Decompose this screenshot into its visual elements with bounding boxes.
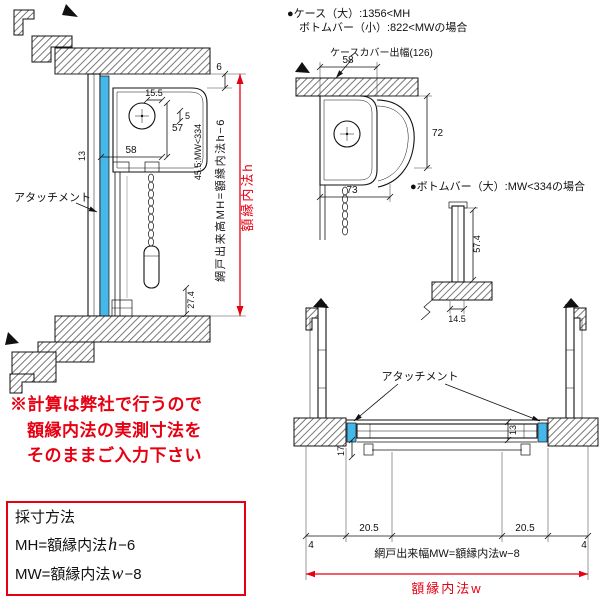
wall-profile-upper	[13, 9, 35, 36]
screen-width-formula-label: 網戸出来幅MW=額縁内法w−8	[374, 546, 519, 560]
dim-6-label: 6	[216, 62, 222, 73]
roll-detail	[333, 120, 361, 148]
left-jamb-hook	[305, 307, 319, 331]
mw-prefix: MW=額縁内法	[15, 565, 111, 583]
left-wall-section	[293, 417, 347, 447]
dim-57-label: 57	[172, 123, 184, 134]
dim-72-label: 72	[432, 128, 444, 139]
attachment-piece-left	[346, 422, 357, 443]
case-cover-label: ケースカバー出幅(126)	[330, 46, 433, 59]
notice-line-3: そのままご入力下さい	[27, 446, 202, 465]
sill-detail	[431, 281, 493, 301]
section-break-mark-top	[62, 4, 78, 17]
sill-step-3	[9, 373, 35, 394]
dim-13-plan-label: 13	[508, 425, 518, 435]
chain-weight	[143, 245, 160, 289]
pull-chain	[148, 173, 154, 247]
calculation-notice: ※計算は弊社で行うので 額縁内法の実測寸法を そのままご入力下さい	[10, 392, 203, 469]
dim-45-5-label: 45.5:MW<334	[193, 124, 203, 180]
dim-57-4-label: 57.4	[472, 235, 482, 253]
dim-4-right-label: 4	[581, 540, 587, 551]
plan-break-mark-left	[313, 298, 329, 308]
section-break-mark-bottom	[5, 332, 19, 345]
notice-line-2: 額縁内法の実測寸法を	[27, 420, 202, 440]
attachment-leader-arrow-right	[531, 415, 540, 421]
mh-prefix: MH=額縁内法	[15, 537, 108, 554]
right-wall-section	[547, 417, 599, 447]
inner-width-label: 額縁内法w	[411, 581, 482, 596]
case-size-note: ●ケース（大）:1356<MH	[287, 6, 410, 20]
dim-13-label: 13	[77, 151, 87, 161]
case-detail-view: ●ケース（大）:1356<MH ボトムバー（小）:822<MWの場合 ケースカバ…	[287, 6, 585, 324]
screen-case	[112, 87, 208, 173]
dim-17-plan-label: 17	[336, 446, 346, 456]
inner-height-label: 額縁内法h	[240, 162, 255, 231]
screen-height-formula-label: 網戸出来高MH=額縁内法h−6	[213, 118, 227, 282]
dim-58-label: 58	[125, 145, 137, 156]
dim-73-label: 73	[346, 185, 358, 196]
horizontal-plan-view: アタッチメント 13 17 20.5 20.5 4 4 網戸出来幅MW=額縁内	[293, 298, 599, 596]
measure-method-box: 採寸方法 MH=額縁内法h−6 MW=額縁内法w−8	[6, 501, 246, 596]
bottom-bar-large-note: ●ボトムバー（大）:MW<334の場合	[410, 179, 585, 193]
case-cover-leader-arrow	[336, 70, 343, 78]
dim-14-5-label: 14.5	[448, 314, 466, 324]
screen-roll	[128, 102, 156, 130]
lintel-detail	[295, 77, 419, 97]
dim-27-4-label: 27.4	[186, 291, 196, 309]
vertical-section-view: 6 15.5 57 5 58 13 45.5:MW<334 27.4 網戸出来高…	[5, 4, 255, 394]
mw-formula: MW=額縁内法w−8	[15, 559, 237, 588]
bottom-bar-small-note: ボトムバー（小）:822<MWの場合	[299, 20, 467, 34]
attachment-label-plan: アタッチメント	[382, 370, 459, 383]
attachment-strip	[99, 75, 110, 317]
top-frame-lintel	[54, 47, 211, 75]
mh-formula: MH=額縁内法h−6	[15, 530, 237, 559]
dim-58-right-label: 58	[342, 55, 354, 66]
dim-4-left-label: 4	[308, 540, 314, 551]
pull-chain-detail	[342, 186, 348, 236]
dim-15-5-label: 15.5	[145, 88, 163, 98]
dim-20-5-left-label: 20.5	[359, 523, 379, 534]
bottom-frame-sill	[54, 315, 211, 343]
attachment-label: アタッチメント	[14, 191, 91, 204]
section-break-mark	[295, 62, 310, 73]
attachment-piece-right	[537, 422, 548, 443]
attachment-leader-arrow	[88, 206, 97, 212]
notice-line-1: ※計算は弊社で行うので	[10, 395, 203, 414]
dim-20-5-right-label: 20.5	[515, 523, 535, 534]
mw-suffix: −8	[124, 565, 142, 583]
mh-suffix: −6	[118, 537, 136, 554]
case-detail-body	[319, 95, 378, 186]
dim-5-label: 5	[185, 111, 190, 121]
right-jamb-hook	[573, 307, 587, 331]
mw-variable: w	[111, 562, 124, 583]
measure-method-title: 採寸方法	[15, 509, 76, 526]
break-zigzag	[420, 299, 433, 321]
attachment-leader-arrow-left	[354, 413, 362, 421]
wall-profile-step	[31, 35, 73, 63]
case-cover-curve	[376, 99, 415, 188]
mh-variable: h	[108, 534, 118, 554]
plan-break-mark-right	[563, 298, 579, 308]
